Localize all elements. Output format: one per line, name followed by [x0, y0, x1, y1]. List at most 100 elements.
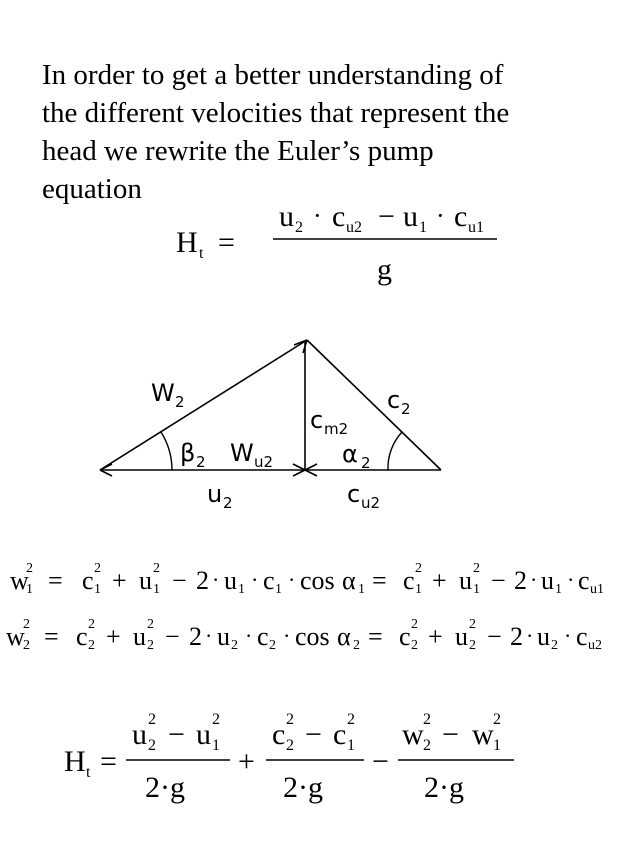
- label-wu2-sub: u2: [254, 453, 273, 471]
- w2-c-sup: 2: [88, 617, 95, 632]
- w2-vector: [99, 339, 308, 471]
- label-cu2-sub: u2: [361, 494, 380, 512]
- final-minus: −: [372, 745, 389, 778]
- label-cm2-sub: m2: [324, 420, 348, 438]
- w2-two-2: 2: [510, 622, 523, 651]
- w1-eq-2: =: [372, 566, 387, 595]
- w1-u-b: u: [224, 566, 237, 595]
- w2-u-3-sub: 2: [551, 638, 558, 653]
- w2-plus-1: +: [106, 622, 121, 651]
- w1-w-sub: 1: [26, 582, 33, 597]
- final-t2-b: c: [333, 718, 346, 751]
- final-t1-a-sub: 2: [148, 737, 156, 754]
- eq-u2: u: [279, 200, 294, 233]
- w1-c-sup: 2: [94, 561, 101, 576]
- w1-c-2: c: [403, 566, 415, 595]
- c2-vector: [306, 339, 442, 471]
- eq-minus: −: [378, 200, 395, 233]
- label-u2-sub: 2: [223, 494, 233, 512]
- w1-cu-sub: u1: [590, 582, 604, 597]
- w1-c-2-sup: 2: [415, 561, 422, 576]
- apex-arrowhead: [293, 339, 308, 354]
- final-t3-a-sub: 2: [423, 737, 431, 754]
- final-plus: +: [238, 745, 255, 778]
- w1-plus-2: +: [432, 566, 447, 595]
- w2-u-3: u: [537, 622, 550, 651]
- w1-dot-5: ·: [567, 567, 574, 592]
- w2-cu-sub: u2: [588, 638, 602, 653]
- w2-alpha-sub: 2: [353, 638, 360, 653]
- final-lhs: H: [64, 745, 86, 778]
- final-t3-den: 2·g: [424, 771, 464, 804]
- eq-denominator: g: [377, 253, 392, 286]
- w1-u-sup: 2: [153, 561, 160, 576]
- eq-dot-2: ·: [436, 201, 445, 230]
- label-w2: W: [151, 379, 175, 407]
- w1-alpha: α: [342, 566, 356, 595]
- eq-dot-1: ·: [313, 201, 322, 230]
- w1-cu: c: [578, 566, 590, 595]
- w1-equation: w 2 1 = c 2 1 + u 2 1 − 2 · u 1 · c 1 · …: [10, 561, 604, 597]
- w2-w-sub: 2: [23, 638, 30, 653]
- w1-c: c: [82, 566, 94, 595]
- w1-minus-1: −: [172, 566, 187, 595]
- eq-equals: =: [218, 226, 235, 259]
- eq-u2-sub: 2: [295, 219, 303, 236]
- w2-equation: w 2 2 = c 2 2 + u 2 2 − 2 · u 2 · c 2 · …: [6, 617, 602, 653]
- w1-c-sub: 1: [94, 582, 101, 597]
- w1-alpha-sub: 1: [358, 582, 365, 597]
- intro-paragraph: In order to get a better understanding o…: [42, 56, 602, 208]
- final-equation: H t = u 2 2 − u 2 1 2·g + c 2 2 − c 2 1 …: [64, 711, 514, 804]
- final-t1-a-sup: 2: [148, 711, 156, 728]
- w2-c-b-sub: 2: [269, 638, 276, 653]
- w2-two-1: 2: [189, 622, 202, 651]
- w2-u-b: u: [217, 622, 230, 651]
- w2-w-sup: 2: [23, 617, 30, 632]
- w1-c-2-sub: 1: [415, 582, 422, 597]
- final-t1-minus: −: [168, 718, 185, 751]
- velocity-triangle: [99, 339, 442, 477]
- w1-w-sup: 2: [26, 561, 33, 576]
- eq-lhs-sub: t: [199, 245, 204, 262]
- w1-eq-1: =: [48, 566, 63, 595]
- w1-dot-1: ·: [212, 567, 219, 592]
- w1-u-b-sub: 1: [238, 582, 245, 597]
- label-beta2: β: [180, 439, 195, 467]
- final-t1-b: u: [196, 718, 211, 751]
- intro-line-1: In order to get a better understanding o…: [42, 59, 504, 91]
- w2-dot-2: ·: [245, 623, 252, 648]
- w1-two-1: 2: [196, 566, 209, 595]
- label-alpha2-sub: 2: [361, 454, 371, 472]
- w1-cos: cos: [300, 566, 335, 595]
- wu2-arrowhead: [99, 463, 113, 477]
- w2-u: u: [133, 622, 146, 651]
- eq-cu1: c: [454, 200, 467, 233]
- w2-dot-5: ·: [564, 623, 571, 648]
- w2-minus-2: −: [487, 622, 502, 651]
- intro-line-4: equation: [42, 173, 142, 205]
- w1-c-b-sub: 1: [275, 582, 282, 597]
- eq-u1: u: [403, 200, 418, 233]
- label-cu2: c: [347, 480, 360, 508]
- label-c2-sub: 2: [401, 400, 411, 418]
- label-w2-sub: 2: [175, 393, 185, 411]
- w2-u-2-sub: 2: [469, 638, 476, 653]
- w1-u: u: [139, 566, 152, 595]
- final-t1-den: 2·g: [145, 771, 185, 804]
- w2-c-2-sup: 2: [411, 617, 418, 632]
- w2-u-2: u: [455, 622, 468, 651]
- final-t2-b-sup: 2: [347, 711, 355, 728]
- w1-c-b: c: [263, 566, 275, 595]
- eq-cu2-sub: u2: [346, 219, 362, 236]
- label-wu2: W: [230, 439, 254, 467]
- w2-cos: cos: [295, 622, 330, 651]
- diagram-labels: W 2 β 2 W u2 u 2 c m2 c 2 α 2 c u2: [151, 379, 411, 512]
- final-t2-a-sup: 2: [286, 711, 294, 728]
- final-t2-a: c: [272, 718, 285, 751]
- final-t3-b: w: [472, 718, 494, 751]
- final-t3-b-sub: 1: [493, 737, 501, 754]
- w2-u-2-sup: 2: [469, 617, 476, 632]
- w1-two-2: 2: [514, 566, 527, 595]
- w2-u-b-sub: 2: [231, 638, 238, 653]
